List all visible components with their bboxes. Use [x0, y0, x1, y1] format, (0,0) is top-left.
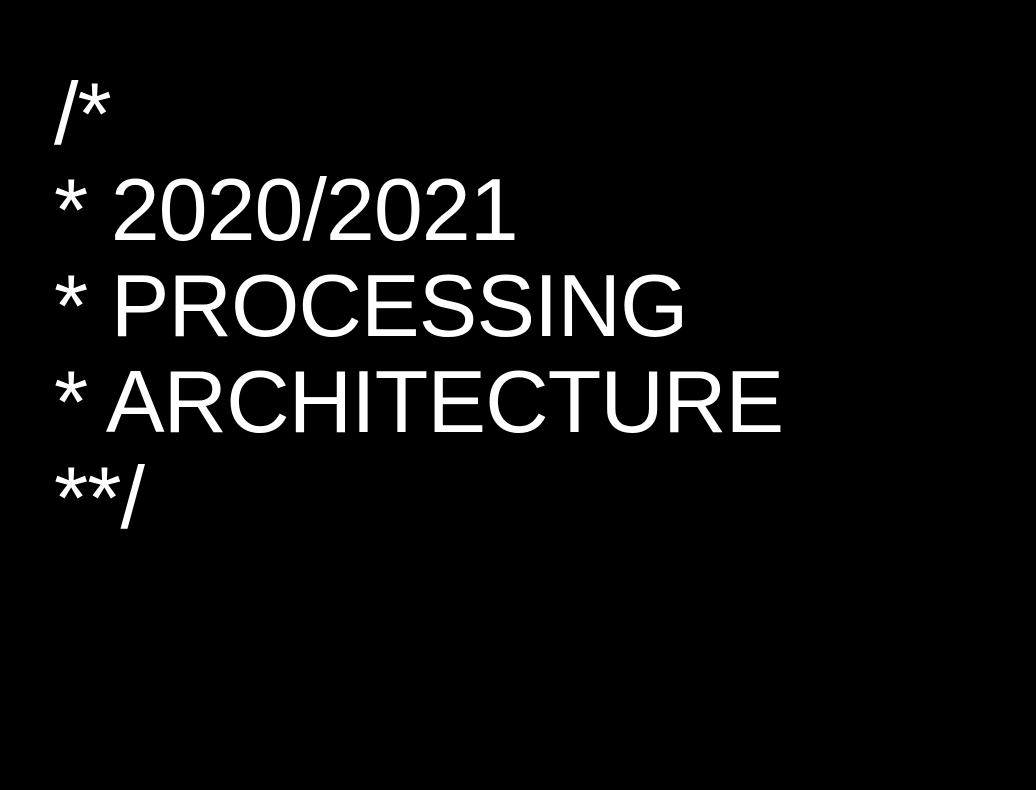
code-comment-block: /* * 2020/2021 * PROCESSING * ARCHITECTU… — [54, 64, 784, 547]
comment-close-line: **/ — [54, 448, 145, 547]
comment-architecture-line: * ARCHITECTURE — [54, 352, 784, 451]
comment-open-line: /* — [54, 64, 112, 163]
comment-processing-line: * PROCESSING — [54, 256, 688, 355]
comment-year-line: * 2020/2021 — [54, 160, 519, 259]
